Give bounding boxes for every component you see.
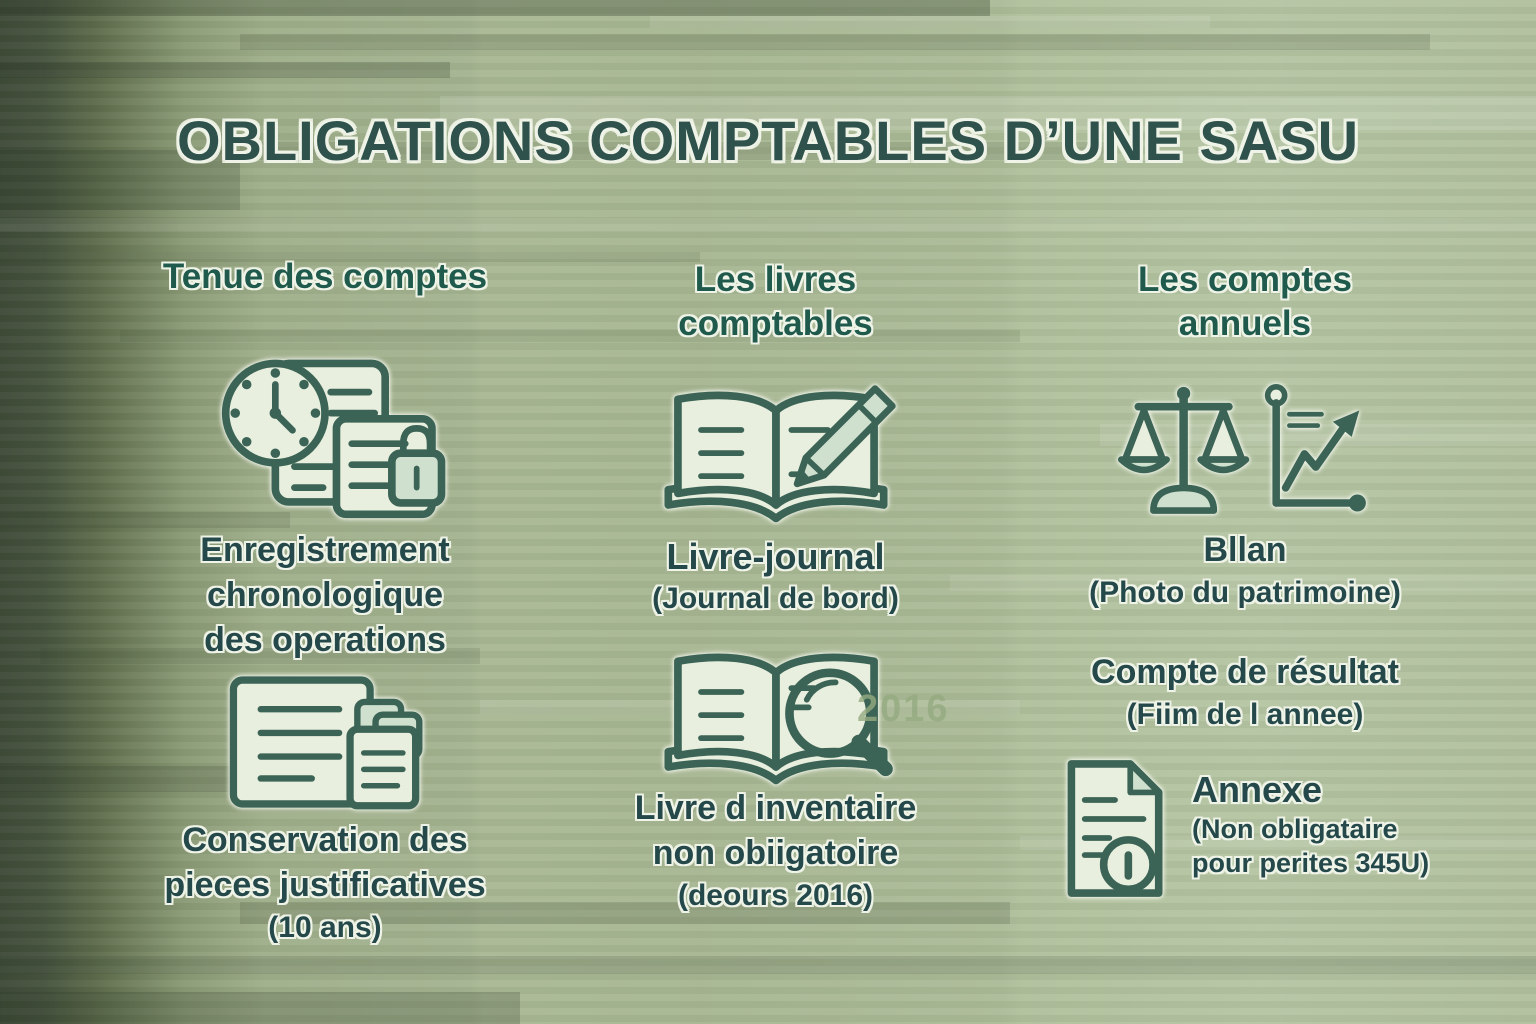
item-text-livre-journal: Livre-journal (Journal de bord) <box>652 536 899 615</box>
item-text-conservation: Conservation des pieces justificatives (… <box>164 821 486 944</box>
page-title: OBLIGATIONS COMPTABLES D’UNE SASU <box>176 109 1360 172</box>
column-comptes-annuels: Les comptes annuels Bllan (Photo du patr… <box>1005 0 1485 1024</box>
item-text-annexe: Annexe (Non obligataire pour perites 345… <box>1192 769 1430 878</box>
item-text-enregistrement: Enregistrement chronologique des operati… <box>200 531 450 659</box>
column-header: Tenue des comptes <box>162 257 488 296</box>
clock-document-lock-icon <box>221 359 446 519</box>
balance-scales-growth-chart-icon <box>1117 384 1366 514</box>
annexe-document-info-icon <box>1067 760 1163 897</box>
column-header: Les livres comptables <box>678 260 873 343</box>
column-livres-comptables: Les livres comptables Livre-journal (Jou… <box>543 0 1008 1024</box>
stacked-documents-icon <box>229 676 423 810</box>
column-header: Les comptes annuels <box>1138 260 1352 343</box>
annexe-item: Annexe (Non obligataire pour perites 345… <box>1060 756 1429 901</box>
watermark-2016: 2016 <box>857 688 950 730</box>
item-text-compte-resultat: Compte de résultat (Fiim de l annee) <box>1091 653 1399 731</box>
open-book-magnifier-icon-group: 2016 <box>643 642 948 797</box>
item-text-livre-inventaire: Livre d inventaire non obiigatoire (deou… <box>634 789 917 912</box>
open-book-magnifier-icon <box>663 653 893 785</box>
item-text-bilan: Bllan (Photo du patrimoine) <box>1089 531 1401 609</box>
open-book-pencil-icon <box>663 385 896 523</box>
column-tenue-des-comptes: Tenue des comptes Enregistrement <box>90 0 560 1024</box>
